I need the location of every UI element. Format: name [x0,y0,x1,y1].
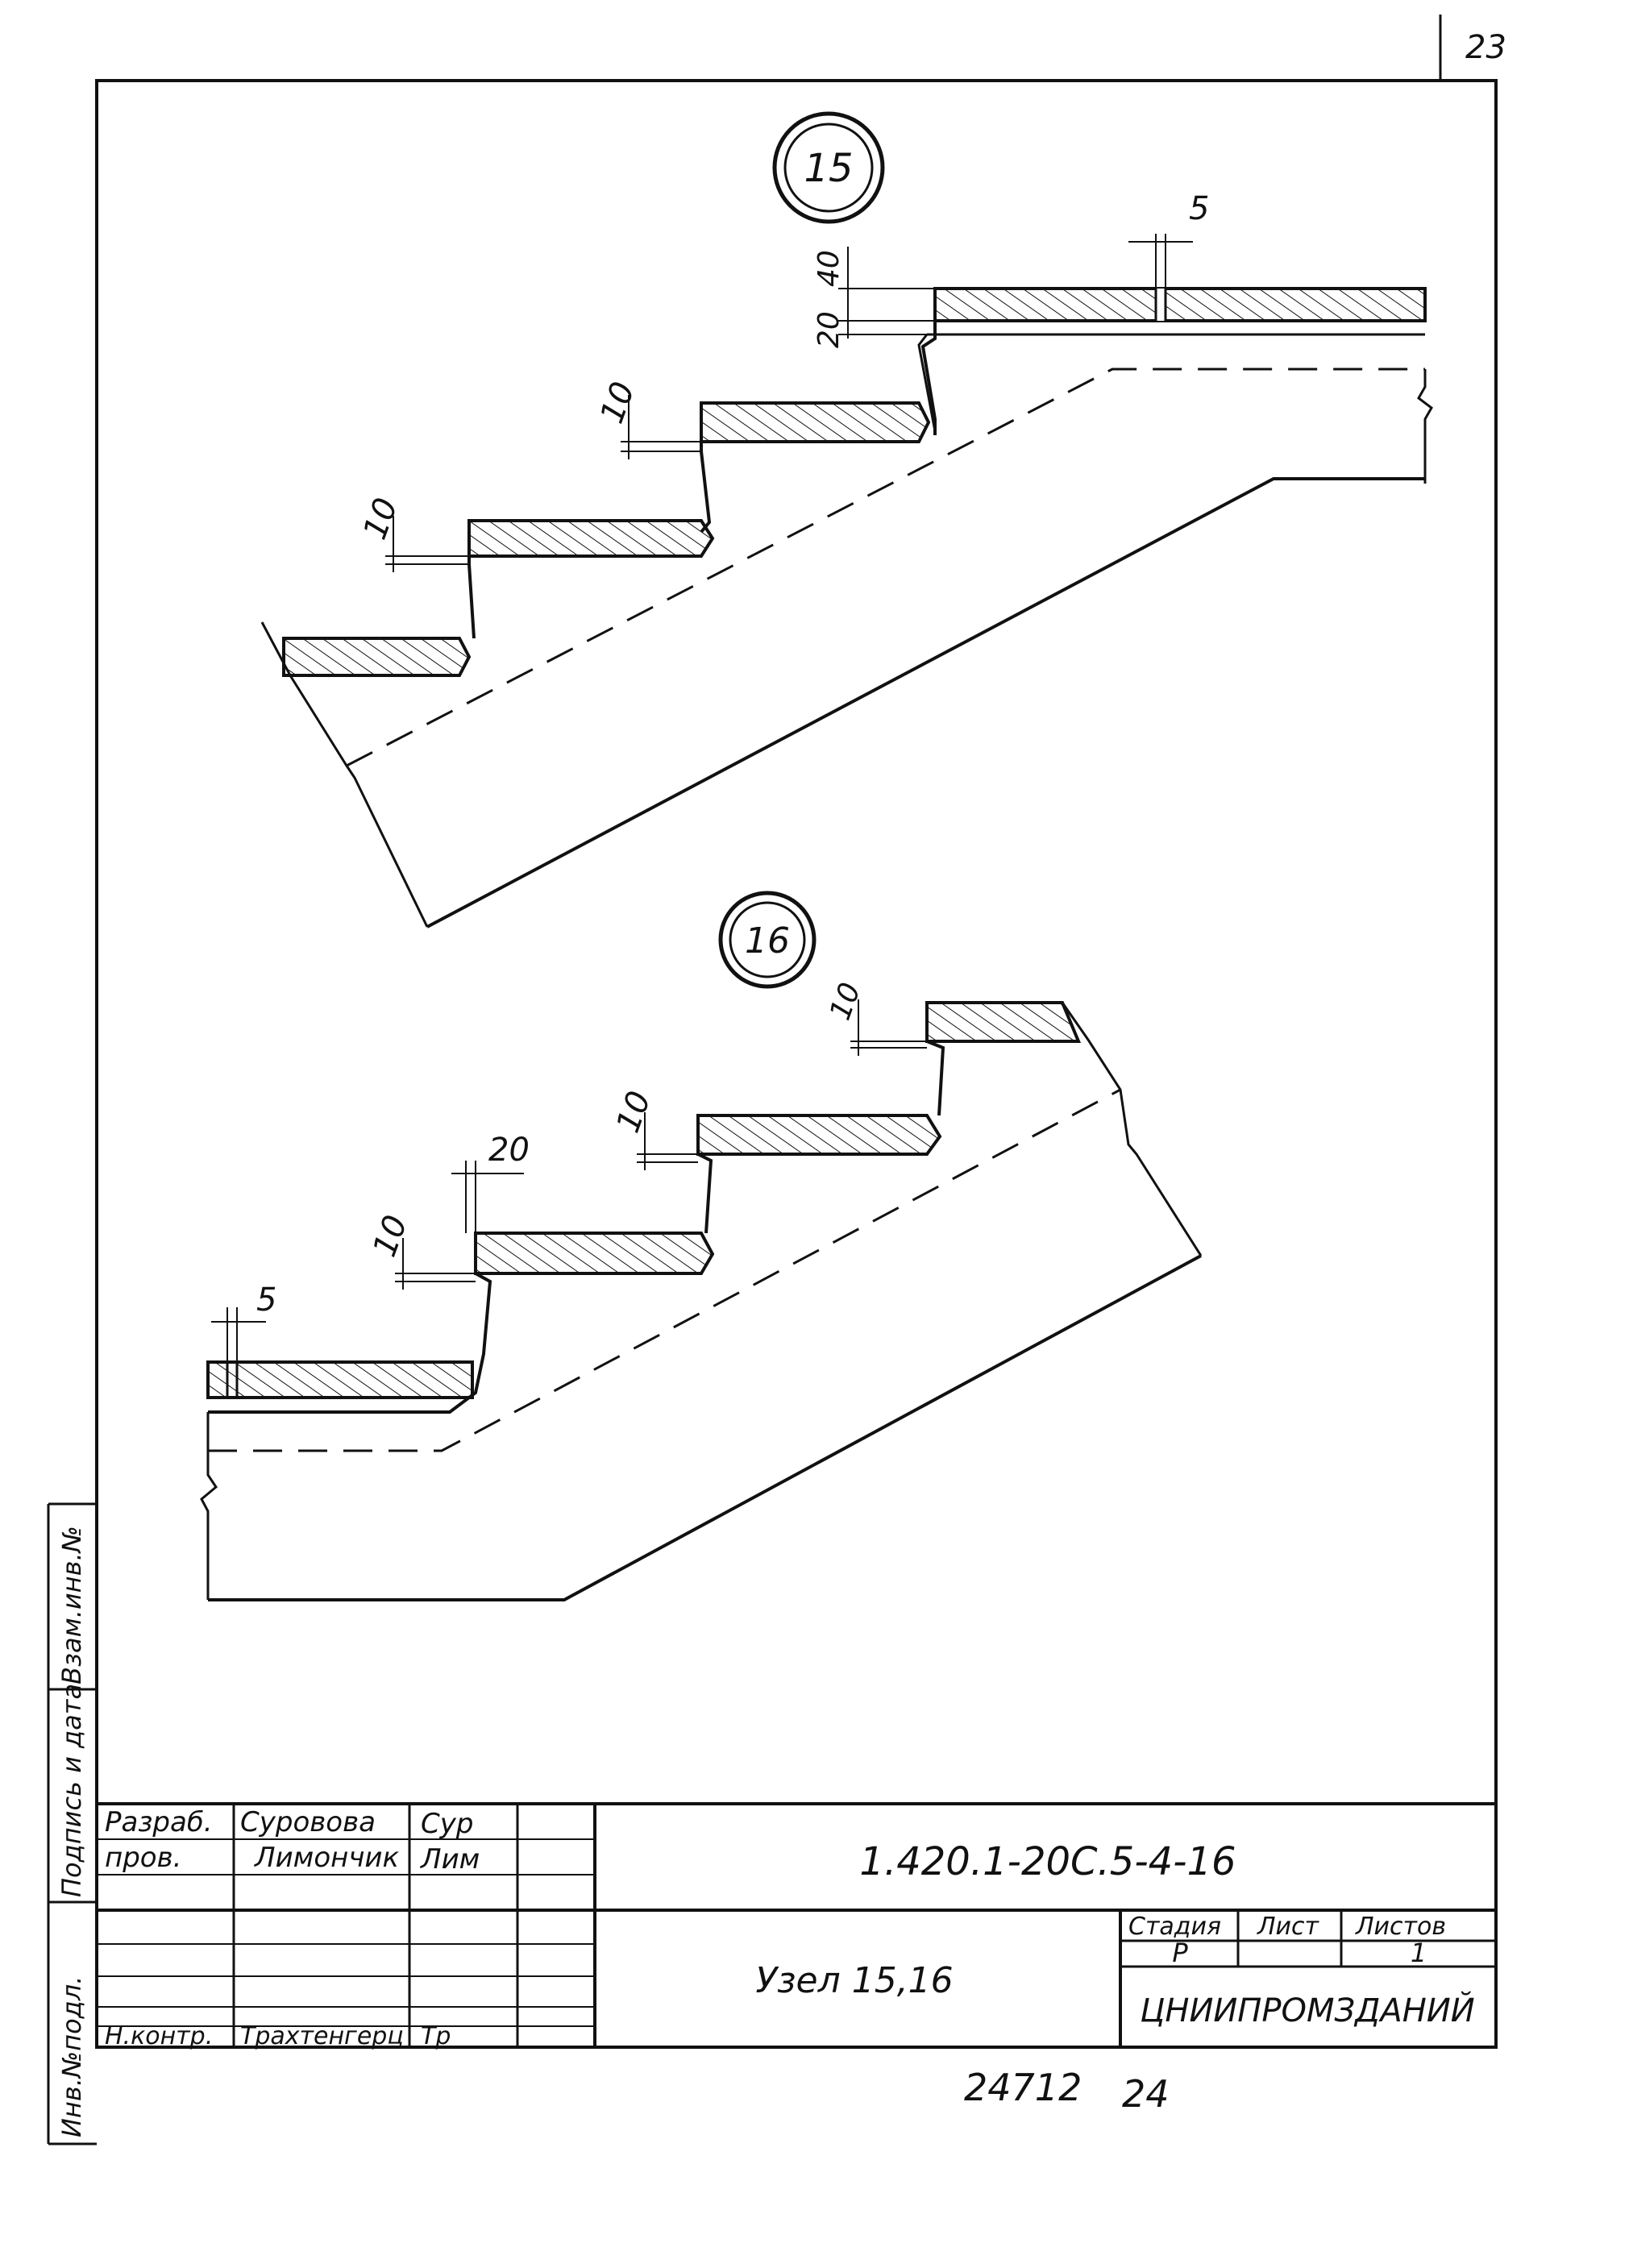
dim-16-mid: 10 [609,1086,659,1138]
sheet-frame [95,15,1498,2049]
detail-15: 15 [260,111,1433,928]
title-row-7-role: Н.контр. [105,2022,213,2050]
title-row-7-signature: Тр [421,2022,451,2050]
stage-value: Р [1172,1938,1188,1968]
tread-16-lower [206,1360,474,1399]
dim-15-40: 40 [812,250,846,287]
tread-16-upper [696,1114,942,1156]
dim-16-low: 10 [366,1211,415,1262]
sheets-header: Листов [1355,1913,1446,1941]
dimensions-15: 5 40 20 10 10 [356,190,1209,572]
dim-16-gap: 5 [256,1281,276,1319]
tread-15-upper [700,401,931,443]
dim-16-nosing: 20 [488,1132,530,1169]
dim-15-gap: 5 [1189,190,1209,227]
tread-16-top [925,1001,1081,1043]
detail-16: 16 10 [200,891,1203,1601]
tread-15-lower [282,637,472,677]
title-row-1-signature: Сур [421,1808,473,1840]
side-stamp: Взам.инв.№ Подпись и дата Инв.№подл. [47,1502,97,2145]
sheet-header: Лист [1257,1913,1320,1941]
tread-16-middle [474,1232,715,1275]
archive-number: 24712 [964,2066,1082,2109]
title-row-1-role: Разраб. [105,1806,213,1838]
detail-mark-16: 16 [718,891,816,989]
detail-mark-16-label: 16 [745,920,790,962]
side-stamp-replaced-inventory: Взам.инв.№ [56,1526,87,1684]
title-row-1-name: Суровова [240,1806,376,1838]
stair-profile-15 [260,287,1433,928]
sheet-corner-number: 23 [1465,29,1506,66]
side-stamp-signature-date: Подпись и дата [56,1684,87,1897]
dimensions-16: 10 10 20 10 5 [211,978,927,1362]
title-row-2-name: Лимончик [253,1842,400,1874]
document-code: 1.420.1-20С.5-4-16 [859,1839,1236,1884]
dim-15-step-upper: 10 [593,377,642,429]
dim-16-top: 10 [824,978,867,1024]
stage-header: Стадия [1128,1913,1221,1941]
detail-mark-15: 15 [772,111,885,224]
tread-15-middle [467,519,715,558]
side-stamp-original-inventory: Инв.№подл. [56,1976,87,2137]
detail-mark-15-label: 15 [804,146,853,191]
title-row-2-role: пров. [105,1842,181,1874]
organization: ЦНИИПРОМЗДАНИЙ [1140,1991,1474,2029]
page-number: 24 [1122,2072,1170,2116]
title-row-2-signature: Лим [419,1843,480,1875]
title-row-7-name: Трахтенгерц [240,2022,404,2050]
drawing-title: Узел 15,16 [755,1960,953,2001]
dim-15-20: 20 [812,311,846,348]
tread-15-landing [933,287,1427,322]
stair-profile-16 [200,1001,1203,1601]
sheets-value: 1 [1411,1938,1427,1968]
title-block: Разраб. Суровова Сур пров. Лимончик Лим … [97,1802,1496,2050]
dim-15-step-middle: 10 [356,493,405,545]
